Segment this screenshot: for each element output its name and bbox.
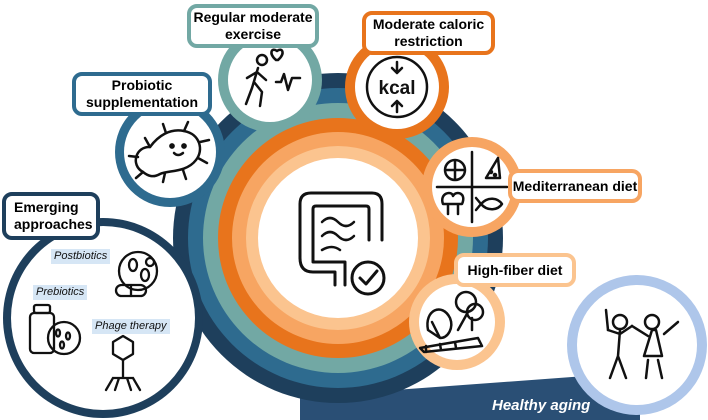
label-text: Moderate caloric restriction: [372, 16, 485, 49]
elderly-couple-icon: [604, 308, 680, 380]
label-text: High-fiber diet: [467, 261, 563, 278]
bacterium-icon: [127, 120, 211, 184]
label-high-fiber-diet: High-fiber diet: [454, 253, 576, 287]
kcal-icon: kcal: [365, 55, 429, 119]
runner-icon: [244, 48, 302, 108]
healthy-aging-label: Healthy aging: [492, 397, 591, 414]
label-regular-moderate-exercise: Regular moderate exercise: [187, 4, 319, 48]
phage-icon: [104, 334, 142, 392]
bottle-icon: [28, 303, 82, 356]
label-text: Regular moderate exercise: [193, 9, 313, 42]
label-mediterranean-diet: Mediterranean diet: [508, 169, 642, 203]
pills-icon: [114, 250, 159, 298]
label-text: Probiotic supplementation: [85, 77, 198, 110]
tag-phage-therapy: Phage therapy: [92, 319, 170, 334]
vegetables-icon: [418, 290, 485, 354]
mediterranean-food-icon: [435, 150, 509, 224]
tag-prebiotics: Prebiotics: [33, 285, 88, 300]
label-emerging-approaches: Emerging approaches: [2, 192, 100, 240]
healthy-aging-arrow: [300, 372, 640, 420]
label-moderate-caloric-restriction: Moderate caloric restriction: [362, 11, 495, 55]
intestine-icon: [298, 191, 386, 296]
label-probiotic-supplementation: Probiotic supplementation: [72, 72, 212, 116]
tag-postbiotics: Postbiotics: [51, 249, 111, 264]
label-text: Mediterranean diet: [512, 177, 638, 194]
kcal-text: kcal: [379, 78, 416, 99]
label-text: Emerging approaches: [14, 199, 93, 232]
